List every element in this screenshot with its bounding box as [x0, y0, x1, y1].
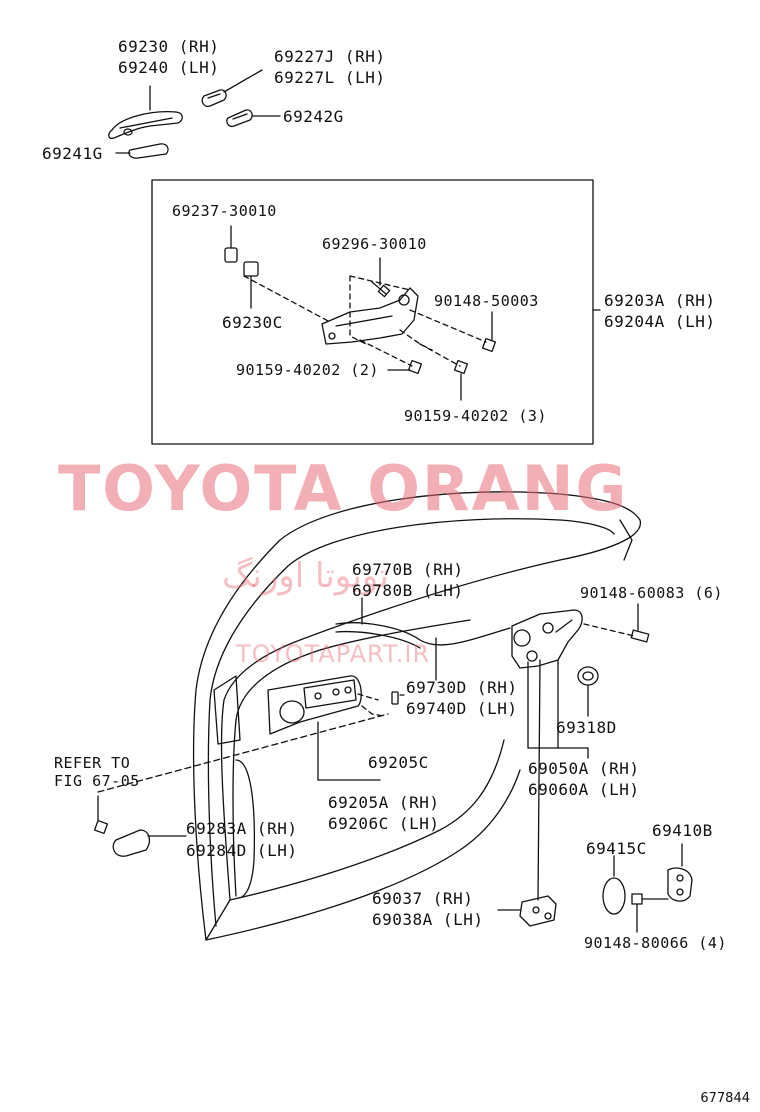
figure-number: 677844 — [700, 1091, 750, 1106]
label-90159-2: 90159-40202 (2) — [236, 361, 379, 379]
leader-69227 — [223, 69, 263, 93]
handle-cap-part — [128, 143, 169, 159]
label-69780b: 69780B (LH) — [352, 581, 464, 600]
dash-line — [349, 275, 367, 345]
watermark-url: TOYOTAPART.IR — [236, 640, 431, 668]
label-69283a: 69283A (RH) — [186, 819, 298, 838]
label-69415c: 69415C — [586, 839, 647, 858]
label-69205c: 69205C — [368, 753, 429, 772]
label-90148-80066: 90148-80066 (4) — [584, 934, 727, 952]
cover-69283a-part — [112, 829, 151, 857]
bolt-90159-3-part — [453, 359, 469, 401]
label-69037: 69037 (RH) — [372, 889, 474, 908]
dash-line — [409, 309, 487, 343]
dash-line — [97, 713, 389, 793]
clip-69237-part — [224, 225, 238, 263]
label-69410b: 69410B — [652, 821, 713, 840]
lock-assembly-part — [511, 609, 583, 669]
bolt-69296-part — [371, 257, 391, 298]
label-69230c: 69230C — [222, 313, 283, 332]
label-69241g: 69241G — [42, 144, 103, 163]
bolt-90148-80066-part — [631, 893, 669, 933]
inside-handle-part — [267, 675, 362, 735]
gasket-rh-part — [201, 89, 227, 107]
watermark-persian: تویوتا اورنگ — [222, 556, 389, 596]
clip-69230c-part — [243, 261, 259, 309]
label-refer-to: REFER TO — [54, 754, 131, 772]
label-69060a: 69060A (LH) — [528, 780, 640, 799]
label-90148-50003: 90148-50003 — [434, 292, 539, 310]
label-69206c: 69206C (LH) — [328, 814, 440, 833]
dash-line — [357, 693, 379, 701]
rod-to-hinge — [537, 659, 541, 901]
dash-line — [359, 339, 413, 367]
shim-69415c-part — [602, 877, 626, 915]
bolt-90148-50003-part — [481, 311, 497, 353]
label-69318d: 69318D — [556, 718, 617, 737]
cable-inner — [335, 630, 421, 649]
bolt-90159-2-part — [387, 359, 423, 375]
frame-box — [151, 179, 594, 445]
label-69038a: 69038A (LH) — [372, 910, 484, 929]
label-69205a: 69205A (RH) — [328, 793, 440, 812]
dash-line — [399, 329, 433, 351]
frame-bracket-part — [321, 287, 419, 345]
label-69203a: 69203A (RH) — [604, 291, 716, 310]
label-90159-3: 90159-40202 (3) — [404, 407, 547, 425]
label-69204a: 69204A (LH) — [604, 312, 716, 331]
dash-line — [419, 343, 461, 367]
label-69050a: 69050A (RH) — [528, 759, 640, 778]
label-69284d: 69284D (LH) — [186, 841, 298, 860]
dash-line — [349, 275, 411, 291]
dash-line — [243, 275, 331, 323]
label-69240: 69240 (LH) — [118, 58, 220, 77]
cable-69770b — [335, 622, 511, 646]
label-69230: 69230 (RH) — [118, 37, 220, 56]
label-fig-ref: FIG 67-05 — [54, 772, 140, 790]
dash-line — [583, 623, 635, 637]
dash-line — [361, 705, 385, 717]
label-69770b: 69770B (RH) — [352, 560, 464, 579]
label-69242g: 69242G — [283, 107, 344, 126]
screw-part — [93, 795, 109, 835]
striker-69410b-part — [667, 867, 693, 902]
door-outline — [192, 491, 642, 941]
label-69730d: 69730D (RH) — [406, 678, 518, 697]
watermark-title: TOYOTA ORANG — [58, 452, 629, 525]
label-69227j: 69227J (RH) — [274, 47, 386, 66]
label-69237: 69237-30010 — [172, 202, 277, 220]
outside-handle-part — [108, 111, 183, 140]
gasket-part — [226, 109, 253, 127]
clip-69205c-part — [391, 691, 399, 705]
label-69227l: 69227L (LH) — [274, 68, 386, 87]
bolt-90148-60083-part — [630, 603, 650, 643]
label-69740d: 69740D (LH) — [406, 699, 518, 718]
cover-69318d-part — [577, 666, 599, 686]
label-90148-60083: 90148-60083 (6) — [580, 584, 723, 602]
hinge-69037-part — [519, 895, 557, 927]
label-69296: 69296-30010 — [322, 235, 427, 253]
